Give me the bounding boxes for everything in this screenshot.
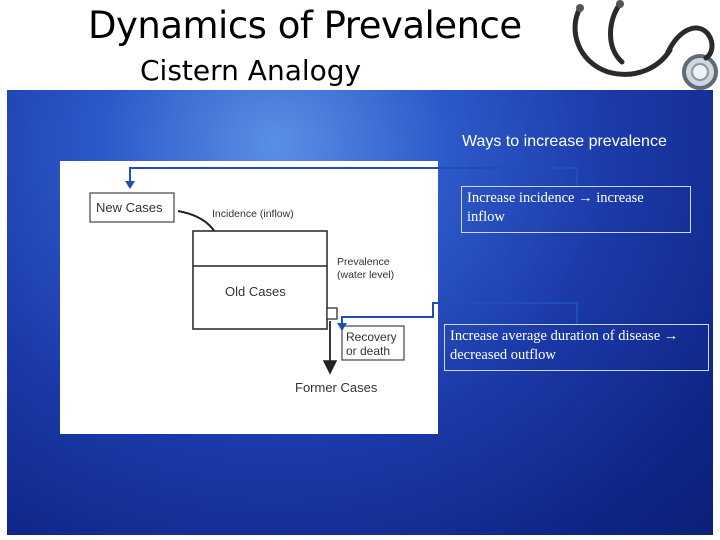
connector-duration <box>341 302 578 330</box>
new-cases-box <box>89 192 175 223</box>
increase-duration-box: Increase average duration of disease → d… <box>444 324 709 371</box>
outflow-spout <box>326 307 338 320</box>
cistern-diagram: New Cases Incidence (inflow) Old Cases P… <box>60 161 438 434</box>
increase-incidence-text: Increase incidence → increase inflow <box>467 190 644 225</box>
notes-heading: Ways to increase prevalence <box>462 133 667 150</box>
recovery-box <box>341 325 405 361</box>
increase-duration-text: Increase average duration of disease → d… <box>450 328 679 363</box>
stethoscope-icon <box>572 0 718 90</box>
increase-incidence-box: Increase incidence → increase inflow <box>461 186 691 233</box>
new-cases-label: New Cases <box>96 200 163 215</box>
prevalence-sublabel: (water level) <box>337 269 394 281</box>
cistern-tank <box>192 230 328 330</box>
recovery-label: Recovery <box>346 330 397 344</box>
old-cases-label: Old Cases <box>225 284 286 299</box>
slide-subtitle: Cistern Analogy <box>140 54 362 87</box>
former-cases-label: Former Cases <box>295 380 378 395</box>
prevalence-label: Prevalence <box>337 256 390 268</box>
recovery-sublabel: or death <box>346 344 390 358</box>
incidence-label: Incidence (inflow) <box>212 208 294 220</box>
connector-incidence <box>129 167 578 187</box>
slide-title: Dynamics of Prevalence <box>88 4 522 47</box>
